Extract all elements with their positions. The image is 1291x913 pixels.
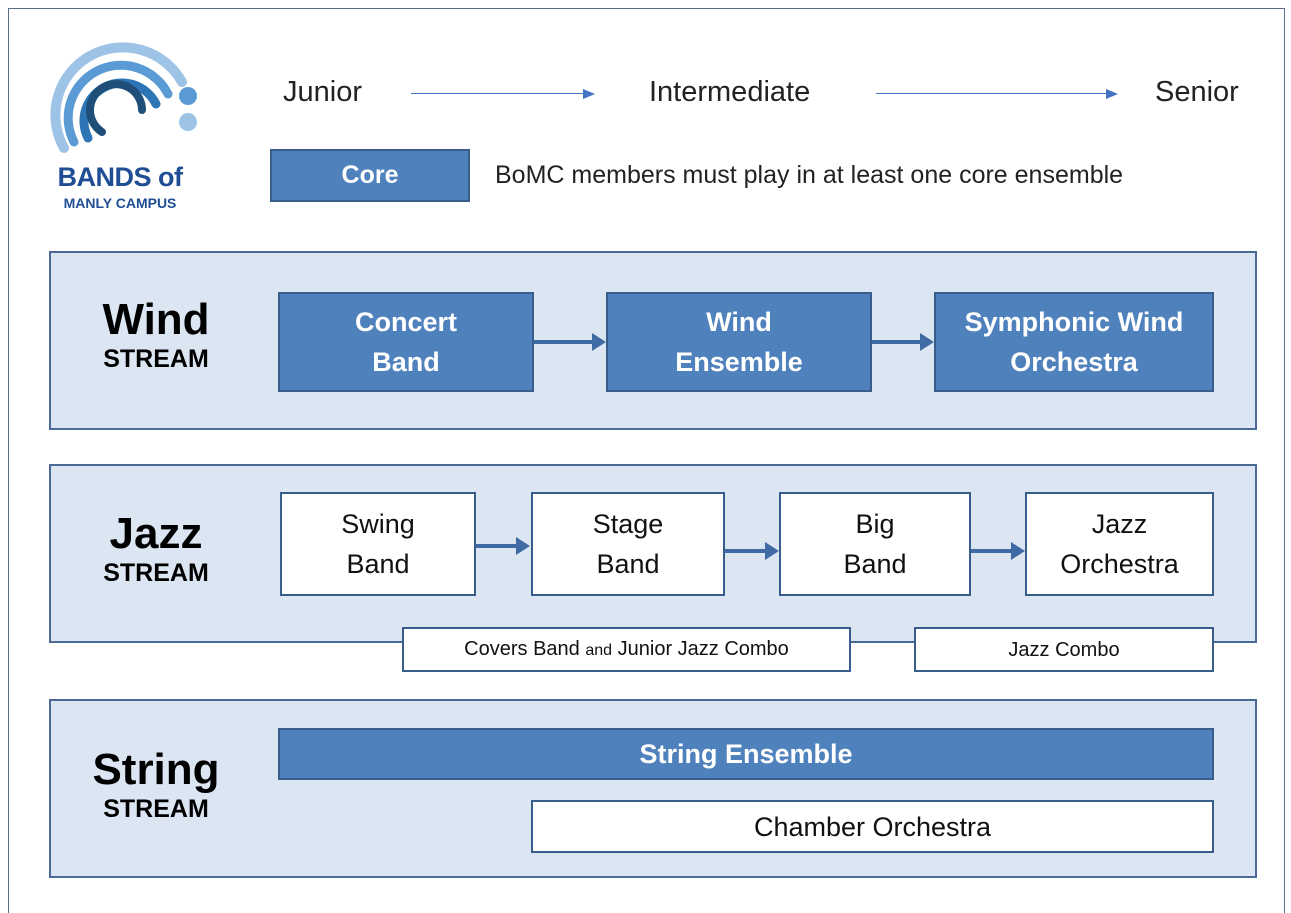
jazz-arrow-line-1 — [476, 544, 518, 548]
jazz-title: Jazz — [109, 509, 203, 558]
jazz-subtitle: STREAM — [103, 559, 209, 587]
legend-description: BoMC members must play in at least one c… — [495, 161, 1124, 189]
jazz-arrow-head-2 — [765, 542, 779, 560]
page-frame — [8, 8, 1285, 913]
ensemble-string-ensemble: String Ensemble — [278, 728, 1214, 780]
wind-arrow-head-2 — [920, 333, 934, 351]
level-arrow-head-1 — [583, 89, 595, 99]
string-stream-title: String STREAM — [49, 746, 263, 824]
string-title: String — [92, 745, 220, 794]
ensemble-chamber-orchestra: Chamber Orchestra — [531, 800, 1214, 853]
string-subtitle: STREAM — [103, 795, 209, 823]
wind-arrow-line-1 — [534, 340, 594, 344]
logo-title: BANDS of — [57, 162, 184, 192]
jazz-arrow-head-3 — [1011, 542, 1025, 560]
logo-subtitle: MANLY CAMPUS — [63, 195, 177, 211]
jazz-arrow-line-2 — [725, 549, 767, 553]
wind-stream-title: Wind STREAM — [49, 296, 263, 374]
jazz-arrow-head-1 — [516, 537, 530, 555]
level-arrow-head-2 — [1106, 89, 1118, 99]
ensemble-covers-band-junior-jazz-combo: Covers Band and Junior Jazz Combo — [402, 627, 851, 672]
level-arrow-line-2 — [876, 93, 1108, 94]
level-intermediate: Intermediate — [649, 76, 811, 108]
wind-arrow-line-2 — [872, 340, 922, 344]
wind-title: Wind — [102, 295, 210, 344]
jazz-arrow-line-3 — [971, 549, 1013, 553]
wind-arrow-head-1 — [592, 333, 606, 351]
level-junior: Junior — [283, 76, 362, 108]
jazz-stream-title: Jazz STREAM — [49, 510, 263, 588]
wind-subtitle: STREAM — [103, 345, 209, 373]
core-legend-box: Core — [270, 149, 470, 202]
ensemble-jazz-combo: Jazz Combo — [914, 627, 1214, 672]
level-arrow-line-1 — [411, 93, 585, 94]
bands-logo-icon — [50, 42, 197, 153]
level-senior: Senior — [1155, 76, 1239, 108]
